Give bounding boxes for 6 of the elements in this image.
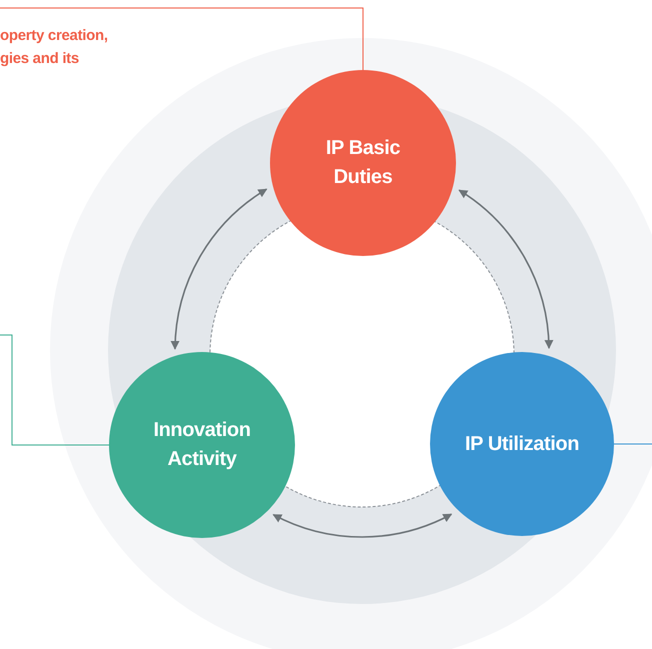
callout-text: operty creation, gies and its [0, 8, 130, 70]
cycle-arrow [272, 514, 452, 538]
cycle-arrow [458, 190, 553, 350]
leader-line [0, 334, 110, 446]
cycle-arrow [171, 188, 268, 350]
leader-line [0, 8, 364, 70]
